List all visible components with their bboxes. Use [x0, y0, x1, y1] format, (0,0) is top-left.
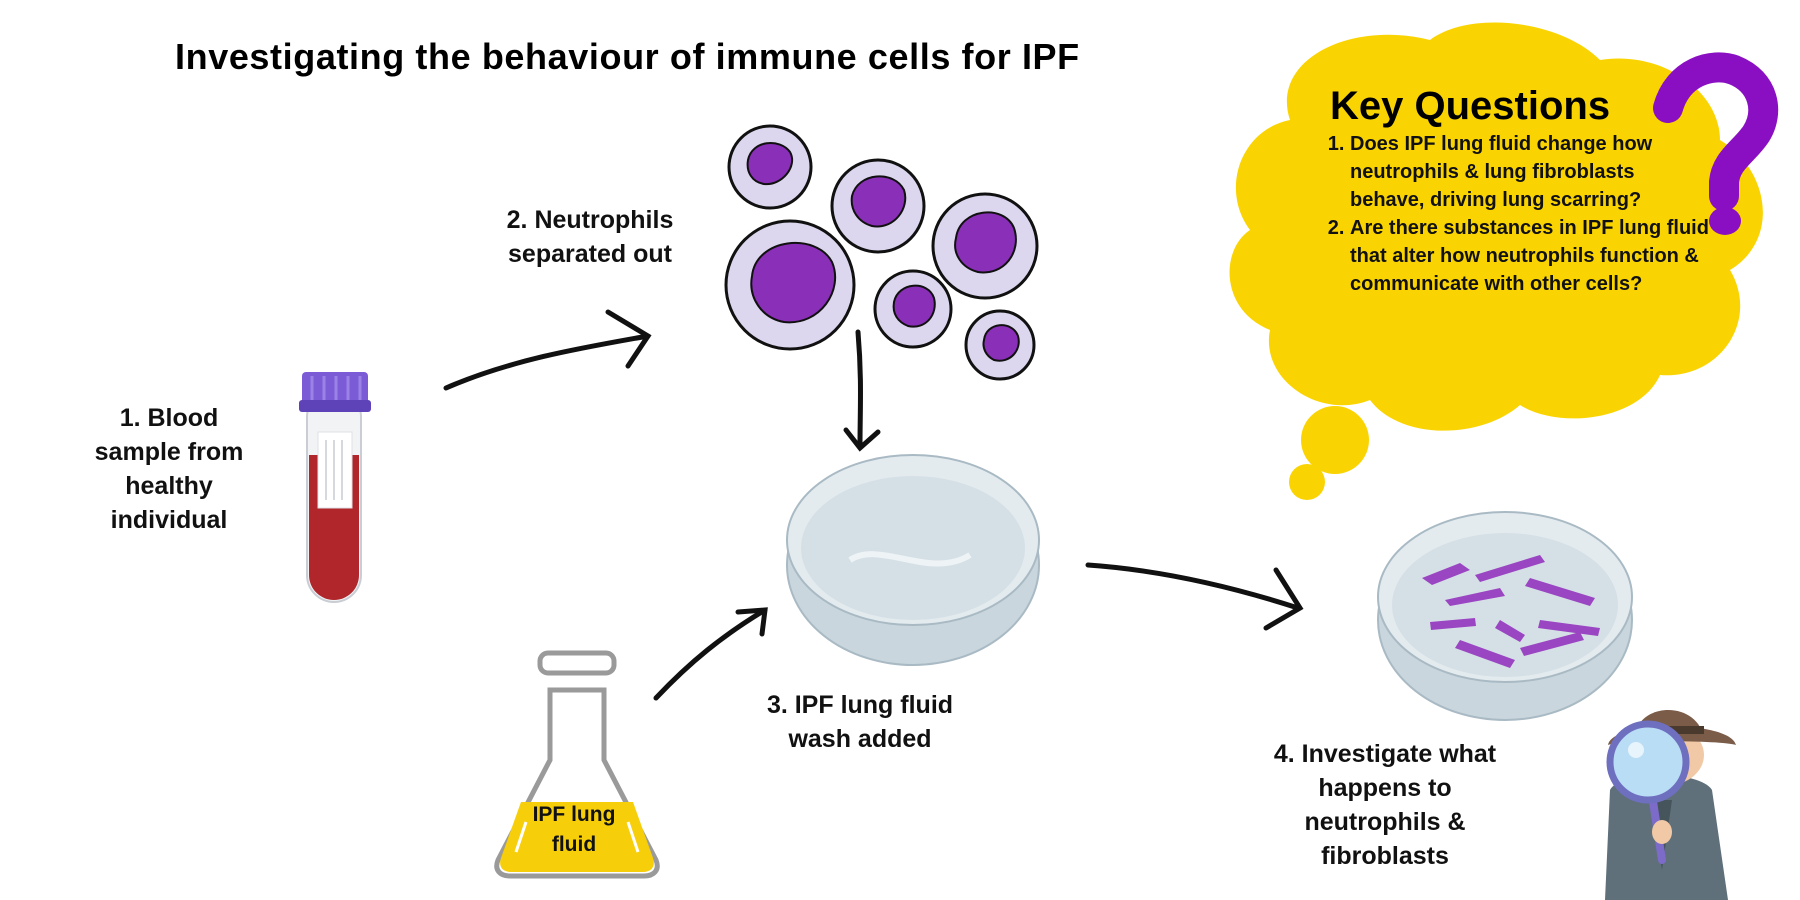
- arrows: [443, 309, 1304, 701]
- arrow-icon: [735, 607, 768, 637]
- page-title: Investigating the behaviour of immune ce…: [175, 36, 1080, 77]
- neutrophil-cell: [830, 158, 926, 254]
- key-questions-list: Does IPF lung fluid change how neutrophi…: [1330, 130, 1710, 298]
- flask-label: IPF lung fluid: [532, 803, 616, 856]
- arrow-icon: [843, 427, 881, 452]
- flask-icon: [494, 650, 660, 879]
- arrow-icon: [653, 607, 768, 701]
- blood-tube-icon: [299, 372, 371, 603]
- arrow-icon: [605, 309, 652, 369]
- neutrophil-cell: [727, 124, 813, 210]
- key-question-item: Are there substances in IPF lung fluid t…: [1350, 214, 1710, 298]
- step-2-label: 2. Neutrophils separated out: [506, 206, 674, 268]
- neutrophil-cell: [873, 269, 953, 349]
- step-4-label: 4. Investigate what happens to neutrophi…: [1273, 740, 1497, 870]
- question-mark-icon: [1653, 52, 1779, 235]
- arrow-icon: [1263, 567, 1304, 631]
- key-question-item: Does IPF lung fluid change how neutrophi…: [1350, 130, 1710, 214]
- arrow-icon: [855, 329, 863, 448]
- neutrophil-cells-icon: [724, 124, 1039, 381]
- arrow-icon: [1085, 562, 1301, 611]
- petri-dish-icon: [786, 454, 1040, 666]
- neutrophil-cell: [964, 309, 1036, 381]
- neutrophil-cell: [724, 219, 856, 351]
- arrow-icon: [443, 333, 651, 391]
- step-3-label: 3. IPF lung fluid wash added: [766, 691, 954, 753]
- detective-icon: [1605, 710, 1736, 900]
- thought-cloud-icon: [1229, 22, 1763, 500]
- fibroblast-dish-icon: [1377, 511, 1633, 721]
- key-questions-heading: Key Questions: [1330, 84, 1611, 128]
- neutrophil-cell: [931, 192, 1039, 300]
- step-1-label: 1. Blood sample from healthy individual: [94, 404, 244, 534]
